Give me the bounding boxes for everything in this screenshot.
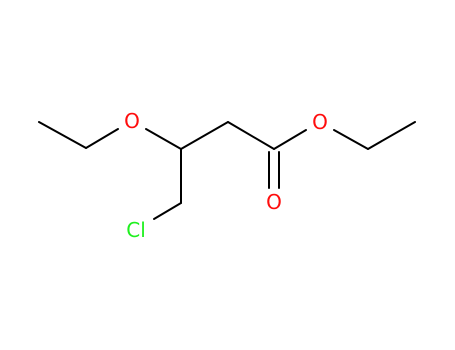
bond-ch2cl-cl (153, 202, 182, 220)
bond-o-ester-ch2 (333, 129, 369, 150)
bond-ch2-ch3-right (367, 121, 416, 150)
carbonyl-oxygen-label: O (266, 190, 282, 214)
bond-c2-o-ether (85, 128, 119, 149)
bond-ch2-c-carbonyl (227, 121, 275, 150)
bond-ch-ch2 (180, 121, 229, 150)
ester-oxygen-label: O (312, 110, 328, 134)
bond-c1-c2 (38, 121, 87, 149)
bond-c-carbonyl-o-ester (273, 129, 307, 150)
bond-o-ether-ch (145, 128, 182, 150)
chlorine-label: Cl (126, 218, 146, 242)
ether-oxygen-label: O (124, 109, 140, 133)
bonds (38, 121, 416, 220)
